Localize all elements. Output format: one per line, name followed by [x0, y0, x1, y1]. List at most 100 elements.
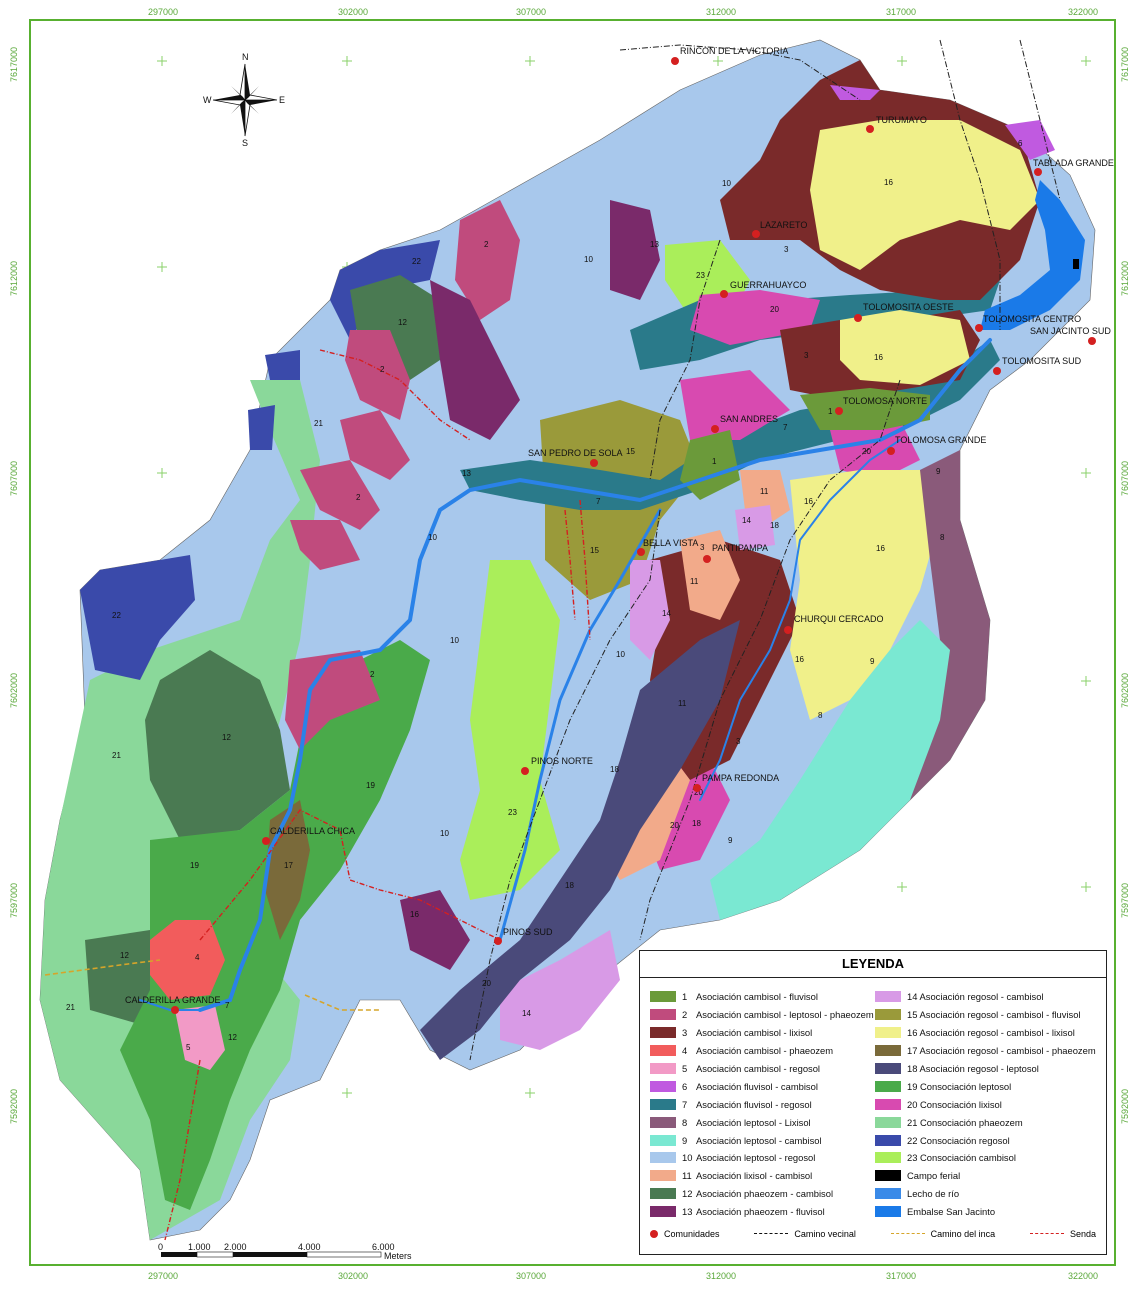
legend-swatch: [650, 1045, 676, 1057]
legend-swatch: [875, 1206, 901, 1218]
coord-labels-bottom: 297000 302000 307000 312000 317000 32200…: [148, 1271, 1098, 1281]
compass-n-label: N: [242, 52, 249, 62]
svg-text:13: 13: [462, 469, 471, 478]
legend-item: Campo ferial: [875, 1167, 1100, 1185]
y-coord-label: 7592000: [9, 1089, 19, 1124]
legend-item: 23 Consociación cambisol: [875, 1149, 1100, 1167]
zone-2-c: [300, 460, 380, 530]
legend-item: 19 Consociación leptosol: [875, 1077, 1100, 1095]
x-coord-label: 307000: [516, 7, 546, 17]
zone-2-f: [285, 650, 380, 750]
svg-text:15: 15: [590, 546, 599, 555]
svg-text:10: 10: [616, 650, 625, 659]
svg-text:7: 7: [596, 497, 601, 506]
svg-text:23: 23: [508, 808, 517, 817]
legend-label: Asociación leptosol - Lixisol: [696, 1116, 811, 1128]
legend-label: Asociación cambisol - phaeozem: [696, 1045, 834, 1057]
compass-w-label: W: [203, 95, 212, 105]
legend-inca: Camino del inca: [890, 1229, 995, 1239]
y-coord-label: 7602000: [1120, 673, 1130, 708]
community-label: PINOS NORTE: [531, 756, 593, 766]
legend-senda-label: Senda: [1069, 1228, 1096, 1239]
legend-swatch: [650, 1027, 676, 1039]
svg-text:18: 18: [565, 881, 574, 890]
svg-text:12: 12: [228, 1033, 237, 1042]
legend-swatch: [875, 1009, 901, 1021]
legend-label: Asociación fluvisol - regosol: [696, 1098, 812, 1110]
svg-text:21: 21: [314, 419, 323, 428]
x-coord-label: 322000: [1068, 7, 1098, 17]
legend-item: 14 Asociación regosol - cambisol: [875, 988, 1100, 1006]
svg-text:14: 14: [742, 516, 751, 525]
svg-text:20: 20: [694, 788, 703, 797]
y-coord-label: 7602000: [9, 673, 19, 708]
zone-19: [120, 640, 430, 1210]
legend-label: 16 Asociación regosol - cambisol - lixis…: [907, 1027, 1075, 1039]
legend-label: 17 Asociación regosol - cambisol - phaeo…: [907, 1045, 1096, 1057]
legend-swatch: [650, 1188, 676, 1200]
zone-12-a: [145, 650, 290, 840]
legend-item: 21 Consociación phaeozem: [875, 1113, 1100, 1131]
legend-label: Asociación fluvisol - cambisol: [696, 1080, 818, 1092]
road-line-icon: [754, 1233, 789, 1235]
legend-swatch: [875, 1170, 901, 1182]
legend-swatch: [875, 1116, 901, 1128]
zone-16-north: [810, 120, 1040, 270]
zone-18: [420, 620, 740, 1060]
svg-text:10: 10: [722, 179, 731, 188]
legend-swatch: [875, 991, 901, 1003]
legend-label: 21 Consociación phaeozem: [907, 1116, 1023, 1128]
zone-2-b: [340, 410, 410, 480]
svg-text:9: 9: [870, 657, 875, 666]
svg-text:22: 22: [412, 257, 421, 266]
community-label: LAZARETO: [760, 220, 807, 230]
community-label: TOLOMOSA NORTE: [843, 396, 927, 406]
community-labels: RINCON DE LA VICTORIA TURUMAYO TABLADA G…: [125, 46, 1114, 1005]
svg-text:20: 20: [482, 979, 491, 988]
svg-text:10: 10: [584, 255, 593, 264]
community-label: TOLOMOSITA CENTRO: [983, 314, 1081, 324]
senda-line-icon: [1029, 1233, 1064, 1235]
svg-text:5: 5: [186, 1043, 191, 1052]
zone-16-mid: [840, 310, 970, 385]
legend-number: 8: [682, 1116, 688, 1128]
svg-text:18: 18: [770, 521, 779, 530]
legend-swatch: [875, 1188, 901, 1200]
scale-tick: 2.000: [224, 1242, 247, 1252]
legend-label: Asociación leptosol - regosol: [696, 1152, 816, 1164]
legend-item: 17 Asociación regosol - cambisol - phaeo…: [875, 1042, 1100, 1060]
legend-label: 18 Asociación regosol - leptosol: [907, 1063, 1039, 1074]
legend-number: 5: [682, 1063, 688, 1074]
svg-text:19: 19: [366, 781, 375, 790]
legend-item: 20 Consociación lixisol: [875, 1095, 1100, 1113]
x-coord-label: 302000: [338, 7, 368, 17]
reservoir: [980, 180, 1085, 330]
legend-communities-label: Comunidades: [664, 1228, 720, 1239]
legend-swatch: [875, 1134, 901, 1146]
legend-number: 2: [682, 1009, 688, 1021]
y-coord-label: 7607000: [9, 461, 19, 496]
legend-number: 13: [682, 1206, 693, 1218]
y-coord-label: 7592000: [1120, 1089, 1130, 1124]
legend-swatch: [650, 991, 676, 1003]
svg-text:16: 16: [884, 178, 893, 187]
svg-text:3: 3: [784, 245, 789, 254]
community-label: PANTIPAMPA: [712, 543, 768, 553]
svg-text:17: 17: [284, 861, 293, 870]
legend-label: Asociación cambisol - lixisol: [696, 1027, 813, 1039]
svg-text:1: 1: [828, 407, 833, 416]
community-label: SAN JACINTO SUD: [1030, 326, 1111, 336]
legend-swatch: [650, 1080, 676, 1092]
svg-text:11: 11: [678, 699, 687, 708]
zone-8: [880, 450, 990, 800]
svg-text:12: 12: [398, 318, 407, 327]
legend-footer: Comunidades Camino vecinal Camino del in…: [640, 1221, 1106, 1239]
inca-trail: [44, 959, 161, 976]
scale-unit: Meters: [384, 1251, 412, 1261]
legend-label: Asociación lixisol - cambisol: [696, 1170, 813, 1182]
x-coord-label: 297000: [148, 1271, 178, 1281]
x-coord-label: 317000: [886, 1271, 916, 1281]
zone-2-a: [345, 330, 410, 420]
